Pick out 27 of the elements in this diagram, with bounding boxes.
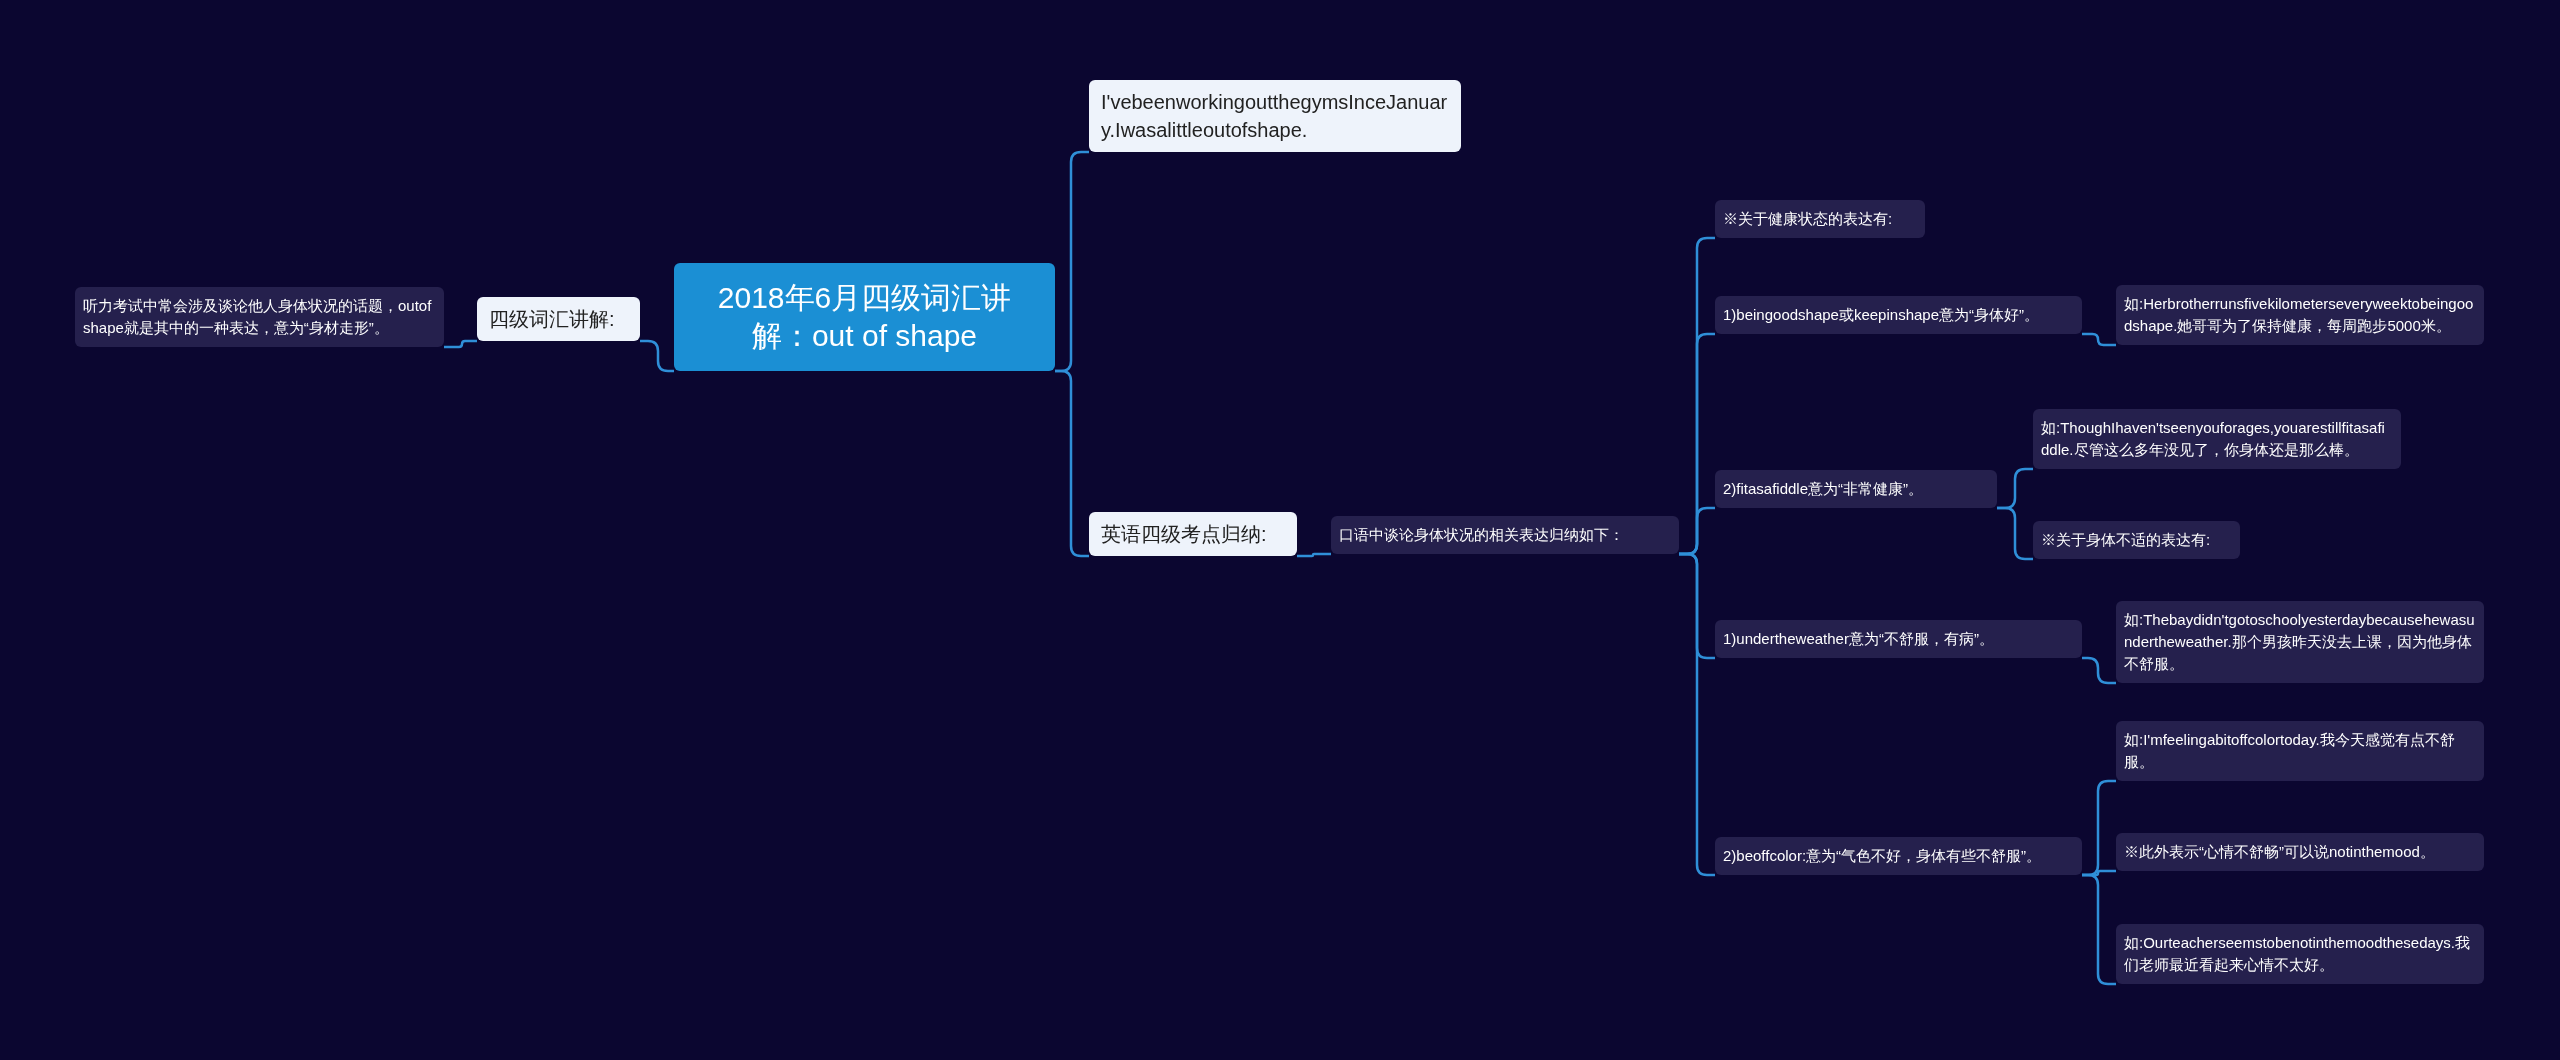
topic-box: 英语四级考点归纳: xyxy=(1089,512,1297,556)
subtopic-box: 2)fitasafiddle意为“非常健康”。 xyxy=(1715,470,1997,508)
example-box: 如:ThoughIhaven'tseenyouforages,youarestillfitasafiddle.尽管这么多年没见了，你身体还是那么棒。 xyxy=(2033,409,2401,469)
note-box: 听力考试中常会涉及谈论他人身体状况的话题，outofshape就是其中的一种表达，意为“身材走形”。 xyxy=(75,287,444,347)
example-box: 如:Thebaydidn'tgotoschoolyesterdaybecausehewasundertheweather.那个男孩昨天没去上课，因为他身体不舒服。 xyxy=(2116,601,2484,683)
subtopic-box: 1)undertheweather意为“不舒服，有病”。 xyxy=(1715,620,2082,658)
connector xyxy=(444,339,477,349)
connector xyxy=(1997,506,2033,561)
example-box: 如:Ourteacherseemstobenotinthemoodthesedays.我们老师最近看起来心情不太好。 xyxy=(2116,924,2484,984)
subtopic-box: ※关于身体不适的表达有: xyxy=(2033,521,2240,559)
subtopic-box: 口语中谈论身体状况的相关表达归纳如下： xyxy=(1331,516,1679,554)
topic-box: I'vebeenworkingoutthegymsInceJanuary.Iwasalittleoutofshape. xyxy=(1089,80,1461,152)
connector xyxy=(1297,552,1331,558)
subtopic-box: 2)beoffcolor:意为“气色不好，身体有些不舒服”。 xyxy=(1715,837,2082,875)
subtopic-box: 1)beingoodshape或keepinshape意为“身体好”。 xyxy=(1715,296,2082,334)
connector xyxy=(2082,873,2116,986)
subtopic-box: ※关于健康状态的表达有: xyxy=(1715,200,1925,238)
connector xyxy=(1055,369,1089,558)
example-box: 如:Herbrotherrunsfivekilometerseveryweektobeingoodshape.她哥哥为了保持健康，每周跑步5000米。 xyxy=(2116,285,2484,345)
connector xyxy=(2082,656,2116,685)
central-topic: 2018年6月四级词汇讲解：out of shape xyxy=(674,263,1055,371)
connector xyxy=(2082,332,2116,347)
connector xyxy=(1679,552,1715,877)
connector xyxy=(640,339,674,373)
topic-box: 四级词汇讲解: xyxy=(477,297,640,341)
example-box: 如:I'mfeelingabitoffcolortoday.我今天感觉有点不舒服。 xyxy=(2116,721,2484,781)
example-box: ※此外表示“心情不舒畅”可以说notinthemood。 xyxy=(2116,833,2484,871)
